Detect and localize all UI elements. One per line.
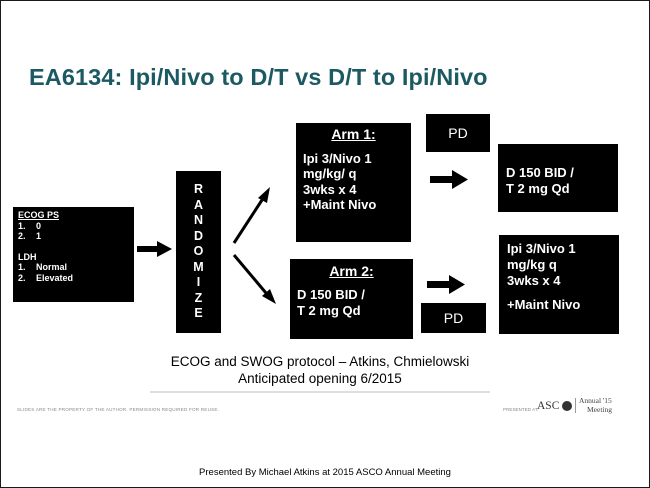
arm2-box: Arm 2: D 150 BID / T 2 mg Qd bbox=[290, 259, 413, 339]
presented-at-label: PRESENTED AT: bbox=[503, 407, 539, 412]
arm2-heading: Arm 2: bbox=[329, 263, 374, 279]
arm2-line: T 2 mg Qd bbox=[297, 303, 361, 318]
arrow-randomize-to-arm2 bbox=[232, 254, 268, 294]
protocol-line: Anticipated opening 6/2015 bbox=[238, 371, 402, 386]
ecog-item: 2.1 bbox=[18, 231, 42, 241]
stratification-box: ECOG PS 1.0 2.1 LDH 1.Normal 2.Elevated bbox=[13, 207, 134, 302]
randomize-letter: O bbox=[193, 244, 204, 259]
randomize-letter: Z bbox=[194, 290, 203, 305]
pd-box-arm2: PD bbox=[421, 303, 486, 333]
ldh-label: LDH bbox=[18, 251, 37, 262]
arm2-line: D 150 BID / bbox=[297, 287, 365, 302]
arm1-line: +Maint Nivo bbox=[303, 197, 377, 212]
randomize-letter: N bbox=[193, 213, 204, 228]
copyright-notice: SLIDES ARE THE PROPERTY OF THE AUTHOR. P… bbox=[17, 407, 220, 412]
arrowhead-randomize-to-arm1 bbox=[258, 187, 270, 203]
logo-divider bbox=[575, 398, 576, 413]
randomize-letter: E bbox=[194, 306, 203, 321]
arrowhead-randomize-to-arm2 bbox=[262, 289, 276, 304]
arm1-crossover-box: D 150 BID / T 2 mg Qd bbox=[498, 144, 618, 212]
arm1-line: Ipi 3/Nivo 1 bbox=[303, 150, 372, 166]
arm2-crossover-line: mg/kg q bbox=[507, 257, 557, 272]
arrow-arm2-to-crossover bbox=[427, 281, 451, 288]
randomize-letter: D bbox=[193, 228, 204, 243]
asco-logo-mark bbox=[562, 401, 572, 411]
arm2-crossover-line: Ipi 3/Nivo 1 bbox=[507, 241, 576, 256]
annual-meeting-logo: Annual '15 Meeting bbox=[579, 396, 612, 414]
arm1-box: Arm 1: Ipi 3/Nivo 1 mg/kg/ q 3wks x 4 +M… bbox=[296, 123, 411, 242]
arm2-crossover-line: 3wks x 4 bbox=[507, 273, 561, 288]
presenter-footer: Presented By Michael Atkins at 2015 ASCO… bbox=[199, 467, 451, 478]
arrowhead-arm2-to-crossover bbox=[449, 275, 465, 294]
arm1-line: mg/kg/ q bbox=[303, 166, 357, 181]
ecog-label: ECOG PS bbox=[18, 210, 60, 220]
pd-box-arm1: PD bbox=[426, 114, 490, 152]
annual-meeting-line: Meeting bbox=[587, 404, 612, 414]
randomize-letter: M bbox=[193, 259, 204, 274]
arrow-strat-to-randomize bbox=[137, 246, 159, 252]
arm2-crossover-maint: +Maint Nivo bbox=[507, 297, 581, 312]
arm1-crossover-line: D 150 BID / bbox=[506, 165, 574, 180]
slide-title: EA6134: Ipi/Nivo to D/T vs D/T to Ipi/Ni… bbox=[29, 64, 488, 90]
protocol-note: ECOG and SWOG protocol – Atkins, Chmielo… bbox=[150, 353, 490, 387]
protocol-line: ECOG and SWOG protocol – Atkins, Chmielo… bbox=[170, 354, 470, 369]
ldh-item: 2.Elevated bbox=[18, 272, 74, 283]
arm1-heading: Arm 1: bbox=[331, 126, 376, 142]
arrow-arm1-to-crossover bbox=[430, 176, 454, 183]
annual-meeting-line: Annual '15 bbox=[579, 396, 612, 405]
arrowhead-arm1-to-crossover bbox=[452, 170, 468, 189]
arm1-line: 3wks x 4 bbox=[303, 181, 357, 197]
randomize-letter: I bbox=[196, 275, 201, 290]
ecog-item: 1.0 bbox=[18, 220, 42, 231]
randomize-letter: A bbox=[193, 197, 204, 212]
arrowhead-strat-to-randomize bbox=[157, 241, 172, 257]
randomize-letter: R bbox=[193, 182, 204, 197]
asco-logo: ASC bbox=[537, 400, 560, 412]
ldh-item: 1.Normal bbox=[18, 262, 68, 272]
randomize-box: R A N D O M I Z E bbox=[176, 171, 221, 333]
arrow-randomize-to-arm1 bbox=[232, 199, 264, 244]
arm2-crossover-box: Ipi 3/Nivo 1 mg/kg q 3wks x 4 +Maint Niv… bbox=[499, 235, 619, 334]
arm1-crossover-line: T 2 mg Qd bbox=[506, 181, 570, 196]
